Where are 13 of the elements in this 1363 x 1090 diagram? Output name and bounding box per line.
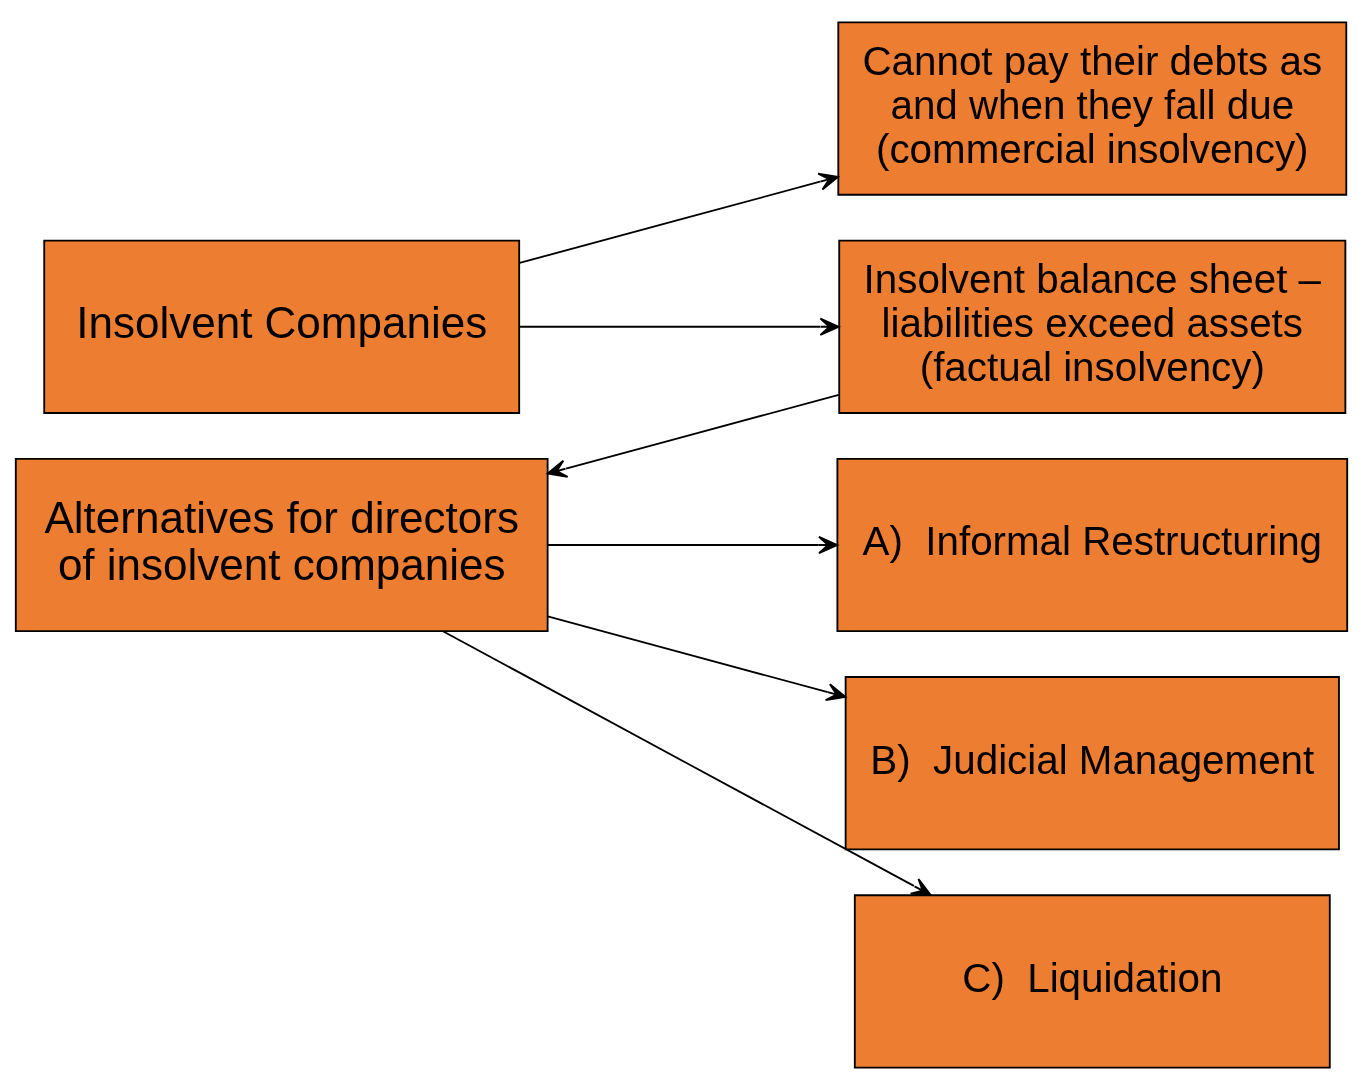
node-box: B) Judicial Management: [844, 676, 1340, 851]
node-box: Cannot pay their debts as and when they fall due (commercial insolvency): [837, 21, 1348, 196]
arrow: [518, 172, 839, 264]
arrow: [442, 630, 932, 896]
arrow: [546, 393, 840, 478]
arrow: [518, 317, 840, 336]
arrow: [546, 615, 847, 702]
node-box: Alternatives for directors of insolvent companies: [14, 457, 549, 633]
node-box: C) Liquidation: [853, 894, 1331, 1069]
node-box: Insolvent Companies: [43, 239, 521, 414]
arrow: [546, 535, 839, 555]
node-box: Insolvent balance sheet – liabilities exceed assets (factual insolvency): [838, 239, 1347, 414]
node-box: A) Informal Restructuring: [836, 457, 1349, 633]
